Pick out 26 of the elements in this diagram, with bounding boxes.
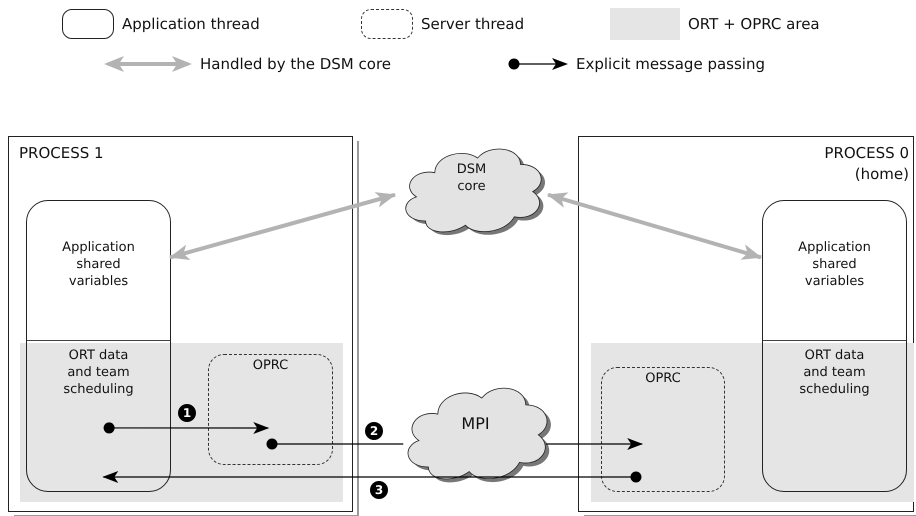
application-thread-box [26, 200, 171, 492]
box-label: OPRC [252, 357, 288, 374]
step-number: 3 [370, 481, 388, 499]
legend-label: Handled by the DSM core [200, 55, 392, 73]
legend-label: Server thread [421, 15, 524, 33]
application-thread-box [762, 200, 907, 492]
cloud-label: DSM core [456, 161, 488, 195]
box-label: ORT data and team scheduling [62, 347, 135, 398]
process-title: PROCESS 0 (home) [823, 143, 909, 185]
box-label: ORT data and team scheduling [798, 347, 871, 398]
message-arrow [104, 422, 270, 434]
process-title: PROCESS 1 [19, 143, 105, 164]
server-thread-box [601, 367, 725, 492]
legend-label: ORT + OPRC area [688, 15, 820, 33]
server-thread-box [208, 354, 333, 465]
message-arrow [102, 470, 642, 483]
legend-label: Application thread [122, 15, 260, 33]
double-arrow [169, 192, 396, 260]
message-arrow [546, 438, 644, 450]
box-label: OPRC [645, 370, 681, 387]
legend-label: Explicit message passing [576, 55, 765, 73]
box-label: Application shared variables [797, 239, 872, 290]
box-label: Application shared variables [61, 239, 136, 290]
cloud-label: MPI [460, 415, 491, 432]
step-number: 2 [365, 422, 383, 440]
double-arrow [547, 192, 762, 260]
